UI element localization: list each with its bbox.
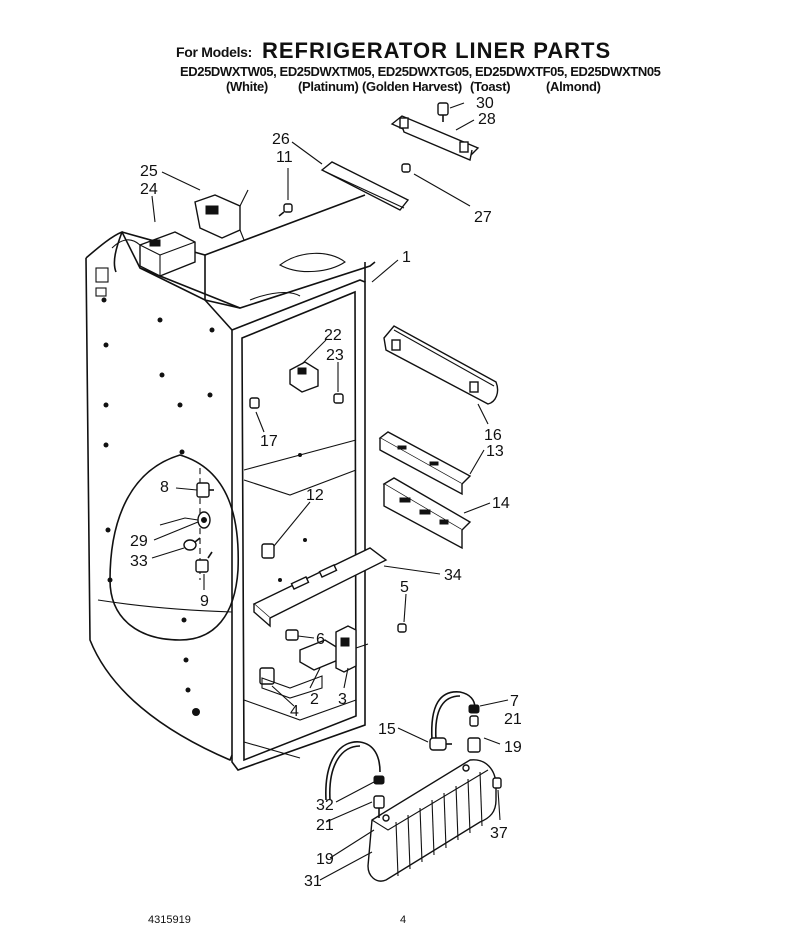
part-24 — [111, 231, 196, 277]
part-3 — [335, 625, 369, 673]
color-platinum: (Platinum) — [298, 79, 359, 94]
part-23 — [333, 393, 344, 404]
callout-23: 23 — [326, 347, 344, 364]
part-25 — [194, 189, 249, 241]
callout-11: 11 — [276, 149, 293, 166]
color-toast: (Toast) — [470, 79, 511, 94]
callout-13: 13 — [486, 443, 504, 460]
callout-25: 25 — [140, 163, 158, 180]
callout-34: 34 — [444, 567, 462, 584]
part-14 — [382, 477, 472, 550]
callout-7: 7 — [510, 693, 519, 710]
callout-21a: 21 — [504, 711, 522, 728]
liner-cabinet — [85, 194, 376, 771]
part-4 — [259, 667, 275, 685]
part-19-lower — [373, 795, 385, 818]
part-6 — [285, 629, 299, 641]
page-number: 4 — [400, 914, 407, 926]
part-15 — [429, 737, 452, 751]
callout-3: 3 — [338, 691, 347, 708]
part-32 — [325, 741, 381, 801]
callout-22: 22 — [324, 327, 342, 344]
part-28 — [390, 115, 480, 161]
callout-1: 1 — [402, 249, 411, 266]
callout-37: 37 — [490, 825, 508, 842]
for-models-label: For Models: — [176, 44, 253, 60]
callout-19b: 19 — [316, 851, 334, 868]
part-31 — [367, 759, 497, 882]
part-22 — [289, 361, 319, 393]
part-9 — [195, 551, 213, 573]
callout-31: 31 — [304, 873, 322, 890]
callout-26: 26 — [272, 131, 290, 148]
callout-29: 29 — [130, 533, 148, 550]
part-33 — [183, 537, 201, 551]
document-number: 4315919 — [148, 914, 191, 926]
part-5 — [397, 623, 407, 633]
part-29 — [197, 511, 211, 529]
callout-32: 32 — [316, 797, 334, 814]
part-7 — [430, 691, 476, 741]
part-16 — [383, 325, 499, 405]
callout-16: 16 — [484, 427, 502, 444]
callout-14: 14 — [492, 495, 510, 512]
color-white: (White) — [226, 79, 268, 94]
page-title: REFRIGERATOR LINER PARTS — [262, 38, 612, 63]
part-21-lower — [373, 775, 385, 785]
callout-33: 33 — [130, 553, 148, 570]
callout-15: 15 — [378, 721, 396, 738]
callout-30: 30 — [476, 95, 494, 112]
part-13 — [378, 431, 472, 496]
callout-5: 5 — [400, 579, 409, 596]
part-34 — [252, 547, 388, 628]
color-almond: (Almond) — [546, 79, 601, 94]
callout-17: 17 — [260, 433, 278, 450]
callout-21b: 21 — [316, 817, 334, 834]
part-12 — [261, 543, 275, 559]
callout-12: 12 — [306, 487, 324, 504]
callout-28: 28 — [478, 111, 496, 128]
model-numbers: ED25DWXTW05, ED25DWXTM05, ED25DWXTG05, E… — [180, 64, 661, 79]
callout-labels: 30 28 26 11 25 24 27 1 22 23 16 17 13 14… — [130, 95, 522, 890]
part-21-upper — [468, 704, 480, 727]
part-19-upper — [467, 737, 481, 753]
callout-8: 8 — [160, 479, 169, 496]
callout-24: 24 — [140, 181, 158, 198]
callout-6: 6 — [316, 631, 325, 648]
color-golden-harvest: (Golden Harvest) — [362, 79, 462, 94]
part-11 — [278, 203, 293, 217]
part-17 — [249, 397, 260, 409]
part-27 — [401, 163, 411, 173]
callout-2: 2 — [310, 691, 319, 708]
callout-27: 27 — [474, 209, 492, 226]
callout-19a: 19 — [504, 739, 522, 756]
part-26 — [320, 161, 410, 211]
callout-4: 4 — [290, 703, 299, 720]
part-37 — [492, 777, 502, 789]
part-30 — [437, 102, 449, 122]
part-8 — [196, 482, 214, 498]
callout-9: 9 — [200, 593, 209, 610]
